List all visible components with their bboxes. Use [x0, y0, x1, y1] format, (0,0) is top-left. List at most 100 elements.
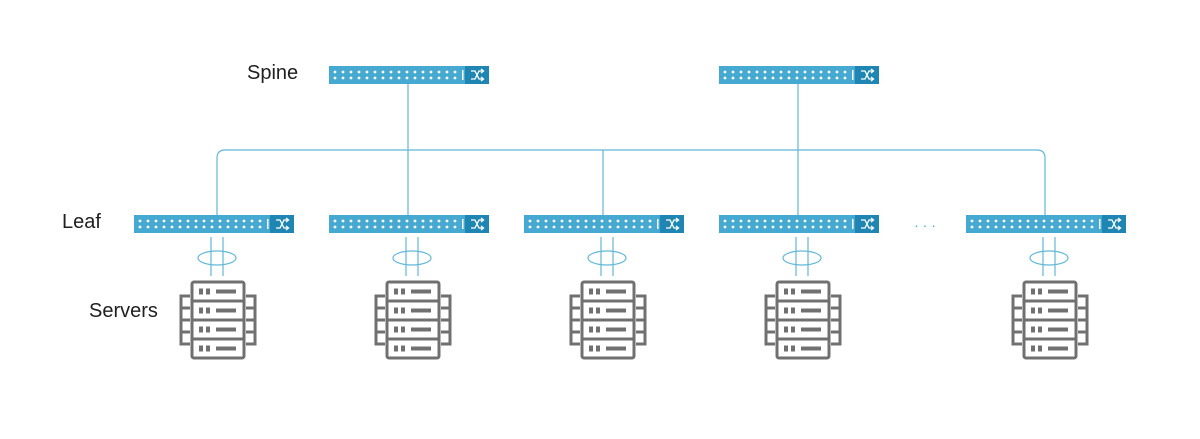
- link-aggregation-icon-5: [1029, 237, 1069, 276]
- switch-port: [994, 225, 998, 229]
- switch-port: [600, 219, 604, 223]
- switch-port: [349, 76, 353, 80]
- server-rack-1: [179, 280, 257, 360]
- switch-port: [819, 70, 823, 74]
- switch-port: [357, 70, 361, 74]
- switch-port: [250, 225, 254, 229]
- switch-port: [624, 225, 628, 229]
- switch-divider: [1099, 219, 1101, 229]
- switch-port: [202, 225, 206, 229]
- shuffle-arrows-icon: [471, 68, 485, 82]
- switch-port: [632, 225, 636, 229]
- switch-port: [146, 219, 150, 223]
- switch-port: [528, 219, 532, 223]
- switch-port: [341, 225, 345, 229]
- switch-port: [827, 70, 831, 74]
- switch-port: [616, 219, 620, 223]
- switch-port: [162, 219, 166, 223]
- switch-port: [397, 225, 401, 229]
- switch-port: [835, 219, 839, 223]
- switch-port: [827, 219, 831, 223]
- switch-port: [242, 225, 246, 229]
- more-leaves-ellipsis: · · ·: [914, 217, 936, 233]
- switch-port: [723, 225, 727, 229]
- switch-port: [536, 219, 540, 223]
- switch-port: [795, 219, 799, 223]
- switch-port: [978, 225, 982, 229]
- switch-port: [437, 225, 441, 229]
- switch-port: [1026, 219, 1030, 223]
- leaf-switch-5: [966, 215, 1126, 233]
- switch-port: [1058, 225, 1062, 229]
- switch-port: [835, 76, 839, 80]
- switch-port: [771, 225, 775, 229]
- switch-body: [329, 215, 489, 233]
- servers: [179, 280, 1089, 360]
- switch-port: [632, 219, 636, 223]
- switch-port: [1034, 225, 1038, 229]
- switch-port: [389, 76, 393, 80]
- server-rack-4: [764, 280, 842, 360]
- switch-port: [365, 219, 369, 223]
- shuffle-arrows-icon: [861, 68, 875, 82]
- shuffle-arrows-icon: [276, 217, 290, 231]
- switch-port: [389, 225, 393, 229]
- switch-port: [333, 219, 337, 223]
- switch-port: [771, 76, 775, 80]
- switch-port: [1010, 225, 1014, 229]
- switch-port: [405, 76, 409, 80]
- switch-port: [544, 225, 548, 229]
- switch-port: [397, 70, 401, 74]
- switch-port: [608, 219, 612, 223]
- switch-port: [445, 225, 449, 229]
- switch-port: [1082, 225, 1086, 229]
- switch-port: [1050, 219, 1054, 223]
- switch-port: [333, 76, 337, 80]
- switch-port: [755, 76, 759, 80]
- switch-port: [341, 219, 345, 223]
- link-aggregation-icon-4: [782, 237, 822, 276]
- switch-port: [1018, 225, 1022, 229]
- switch-port: [747, 225, 751, 229]
- switch-port: [357, 225, 361, 229]
- switch-port: [970, 225, 974, 229]
- switch-port: [723, 70, 727, 74]
- switch-port: [640, 219, 644, 223]
- switch-body: [966, 215, 1126, 233]
- switch-port: [194, 225, 198, 229]
- switch-port: [405, 225, 409, 229]
- switches: [134, 66, 1126, 233]
- switch-port: [544, 219, 548, 223]
- switch-port: [771, 219, 775, 223]
- switch-port: [389, 219, 393, 223]
- switch-body: [329, 66, 489, 84]
- switch-port: [771, 70, 775, 74]
- switch-port: [1002, 225, 1006, 229]
- switch-port: [421, 219, 425, 223]
- switch-port: [453, 225, 457, 229]
- switch-port: [453, 219, 457, 223]
- switch-port: [795, 225, 799, 229]
- switch-port: [731, 219, 735, 223]
- switch-port: [986, 219, 990, 223]
- switch-port: [568, 219, 572, 223]
- link-aggregation-icon-3: [587, 237, 627, 276]
- switch-port: [429, 225, 433, 229]
- switch-port: [986, 225, 990, 229]
- switch-port: [429, 219, 433, 223]
- switch-port: [795, 70, 799, 74]
- switch-port: [437, 76, 441, 80]
- switch-divider: [657, 219, 659, 229]
- switch-port: [194, 219, 198, 223]
- switch-port: [242, 219, 246, 223]
- switch-port: [357, 76, 361, 80]
- switch-port: [994, 219, 998, 223]
- switch-port: [186, 219, 190, 223]
- switch-port: [413, 225, 417, 229]
- switch-port: [811, 70, 815, 74]
- switch-port: [803, 225, 807, 229]
- servers-label: Servers: [89, 300, 158, 322]
- switch-port: [560, 225, 564, 229]
- switch-port: [739, 76, 743, 80]
